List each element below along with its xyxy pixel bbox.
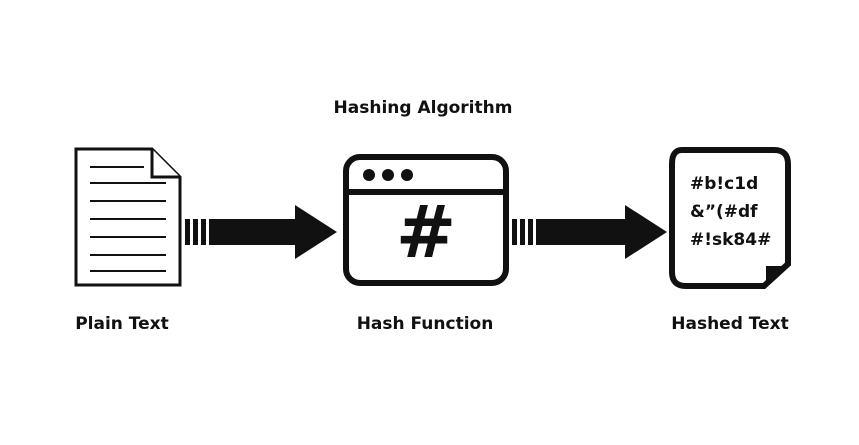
browser-window-icon — [343, 154, 509, 286]
hashed-line: &”(#df — [690, 202, 758, 222]
arrow-right-icon — [185, 205, 337, 259]
hash-function-label: Hash Function — [356, 314, 494, 334]
hashed-text-label: Hashed Text — [671, 314, 789, 334]
document-icon — [668, 146, 792, 290]
arrow-right-icon — [512, 205, 667, 259]
plain-text-label: Plain Text — [75, 314, 169, 334]
diagram-title: Hashing Algorithm — [333, 98, 513, 118]
hashed-line: #b!c1d — [690, 174, 759, 194]
document-icon — [72, 145, 184, 289]
hash-symbol: # — [395, 190, 457, 274]
hashed-text-content: #b!c1d &”(#df #!sk84# — [690, 170, 771, 254]
hashed-line: #!sk84# — [690, 230, 772, 250]
